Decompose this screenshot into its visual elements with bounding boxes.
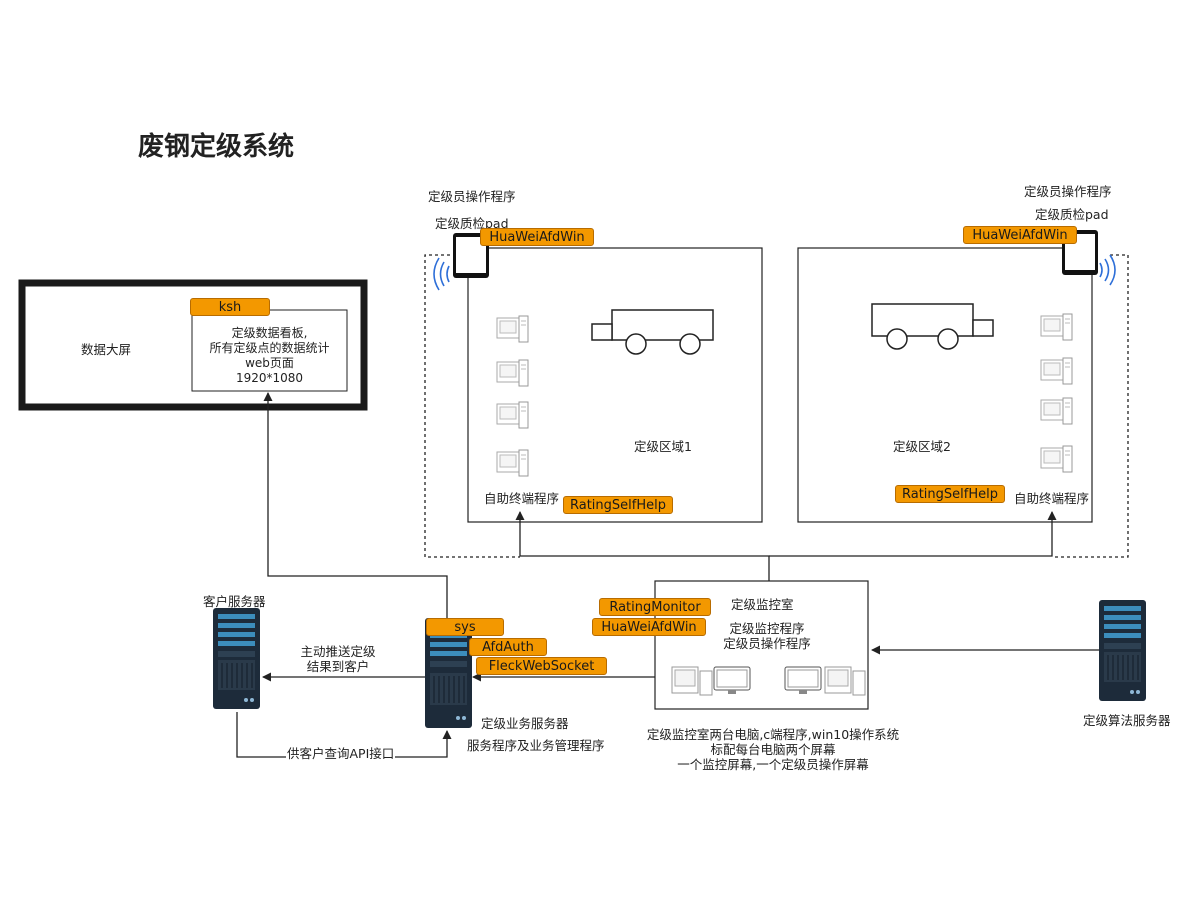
zone2-pad-label: 定级质检pad	[1035, 207, 1109, 222]
server-icon	[213, 608, 260, 709]
computer-icon	[784, 666, 866, 696]
monitor-to-zones-link	[515, 511, 770, 581]
ksh-tag-text: ksh	[218, 300, 242, 315]
desc-line: 所有定级点的数据统计	[209, 341, 330, 355]
zone2-label: 定级区域2	[893, 439, 951, 454]
zone2-pad-program-label: 定级员操作程序	[1024, 184, 1112, 199]
ksh-tag: ksh	[190, 298, 270, 316]
kiosk-terminal-icon	[1040, 397, 1073, 425]
big-screen-inner-box	[191, 309, 348, 392]
program-line: 定级监控程序	[729, 621, 805, 636]
wifi-icon	[1099, 254, 1116, 286]
wifi-icon	[433, 257, 450, 291]
server-icon	[1099, 600, 1146, 701]
monitor-huawei-tag: HuaWeiAfdWin	[592, 618, 706, 636]
business-to-bigscreen-link	[263, 392, 448, 618]
zone1-box	[467, 247, 763, 523]
monitor-room-label: 定级监控室	[731, 597, 794, 612]
big-screen-description: 定级数据看板, 所有定级点的数据统计 web页面 1920*1080	[192, 326, 347, 386]
zone1-pad-program-label: 定级员操作程序	[428, 189, 516, 204]
tag-text: RatingMonitor	[609, 600, 701, 615]
kiosk-terminal-icon	[1040, 445, 1073, 473]
zone1-pad-label: 定级质检pad	[435, 216, 509, 231]
kiosk-terminal-icon	[496, 449, 529, 477]
desc-line: web页面	[245, 356, 294, 370]
big-screen-label: 数据大屏	[81, 342, 132, 357]
kiosk-group	[496, 313, 1073, 477]
note-line: 一个监控屏幕,一个定级员操作屏幕	[677, 757, 869, 772]
business-server-label: 定级业务服务器	[481, 716, 569, 731]
zone1-label: 定级区域1	[634, 439, 692, 454]
customer-server-label: 客户服务器	[203, 594, 266, 609]
fleckwebsocket-tag: FleckWebSocket	[476, 657, 607, 675]
kiosk-terminal-icon	[496, 359, 529, 387]
computer-icon	[671, 666, 751, 696]
zone2-kiosk-tag: RatingSelfHelp	[895, 485, 1005, 503]
desc-line: 定级数据看板,	[231, 326, 308, 340]
zone1-kiosk-tag: RatingSelfHelp	[563, 496, 673, 514]
zone2-box	[797, 247, 1093, 523]
zone2-pad-dotted-link	[1052, 254, 1129, 558]
monitor-to-zone2-link	[769, 511, 1057, 557]
desc-line: 1920*1080	[235, 371, 304, 385]
tag-text: AfdAuth	[482, 640, 534, 655]
monitor-room-notes: 定级监控室两台电脑,c端程序,win10操作系统 标配每台电脑两个屏幕 一个监控…	[620, 727, 926, 772]
page-title: 废钢定级系统	[138, 132, 295, 162]
note-line: 标配每台电脑两个屏幕	[710, 742, 836, 757]
push-line: 主动推送定级	[300, 644, 376, 659]
big-screen-frame	[18, 279, 368, 411]
afdauth-tag: AfdAuth	[469, 638, 547, 656]
truck-icon	[871, 303, 994, 350]
zone2-kiosk-label: 自助终端程序	[1014, 491, 1090, 506]
tag-text: FleckWebSocket	[488, 659, 595, 674]
monitor-room-box	[654, 580, 869, 710]
tag-text: HuaWeiAfdWin	[601, 620, 697, 635]
zone1-kiosk-label: 自助终端程序	[484, 491, 560, 506]
tag-text: RatingSelfHelp	[570, 498, 666, 513]
tag-text: HuaWeiAfdWin	[972, 228, 1068, 243]
tag-text: HuaWeiAfdWin	[489, 230, 585, 245]
monitor-room-programs: 定级监控程序 定级员操作程序	[712, 621, 822, 651]
sys-tag: sys	[426, 618, 504, 636]
note-line: 定级监控室两台电脑,c端程序,win10操作系统	[646, 727, 900, 742]
tag-text: RatingSelfHelp	[902, 487, 998, 502]
zone2-pad-tag: HuaWeiAfdWin	[963, 226, 1077, 244]
rating-monitor-tag: RatingMonitor	[599, 598, 711, 616]
zone1-pad-dotted-link	[424, 254, 520, 558]
kiosk-terminal-icon	[496, 315, 529, 343]
zone1-pad-tag: HuaWeiAfdWin	[480, 228, 594, 246]
push-result-label: 主动推送定级 结果到客户	[290, 644, 386, 674]
truck-icon	[591, 309, 714, 355]
kiosk-terminal-icon	[1040, 357, 1073, 385]
tag-text: sys	[454, 620, 476, 635]
program-line: 定级员操作程序	[723, 636, 811, 651]
business-server-sublabel: 服务程序及业务管理程序	[467, 738, 605, 753]
api-label: 供客户查询API接口	[286, 743, 396, 762]
push-line: 结果到客户	[306, 659, 370, 674]
kiosk-terminal-icon	[1040, 313, 1073, 341]
algo-server-label: 定级算法服务器	[1083, 713, 1171, 728]
kiosk-terminal-icon	[496, 401, 529, 429]
